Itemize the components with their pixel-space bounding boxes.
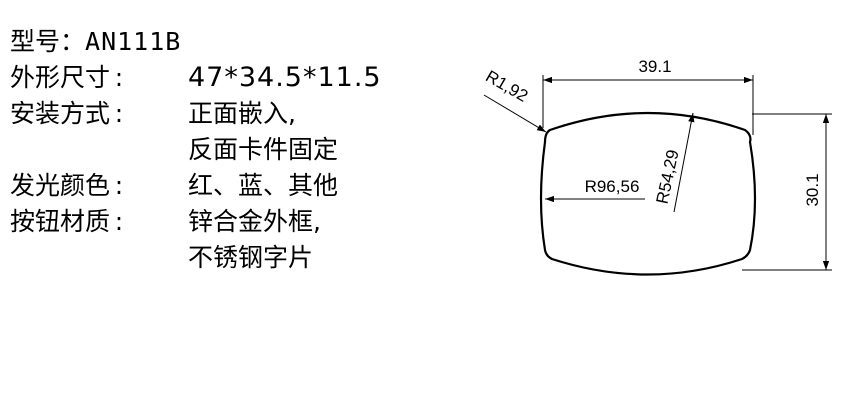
side-radius-label: R96,56 (585, 177, 640, 196)
spec-row-material-cont: 不锈钢字片 (10, 240, 382, 276)
install-label: 安装方式: (10, 96, 188, 132)
install-value-line1: 正面嵌入, (188, 99, 296, 128)
size-colon: : (114, 63, 124, 92)
height-dimension-label: 30.1 (803, 173, 822, 206)
spec-row-model: 型号： AN111B (10, 24, 382, 60)
color-label: 发光颜色: (10, 168, 188, 204)
button-outline (539, 111, 757, 276)
size-label-text: 外形尺寸 (10, 63, 111, 92)
spec-row-color: 发光颜色: 红、蓝、其他 (10, 168, 382, 204)
install-value-line2: 反面卡件固定 (188, 135, 339, 164)
install-label-text: 安装方式 (10, 99, 111, 128)
corner-radius-label: R1,92 (482, 67, 531, 106)
color-colon: : (114, 171, 124, 200)
size-value: 47*34.5*11.5 (188, 62, 382, 93)
spec-row-material: 按钮材质: 锌合金外框, (10, 204, 382, 240)
spec-row-size: 外形尺寸: 47*34.5*11.5 (10, 60, 382, 96)
corner-radius-leader (483, 94, 547, 133)
model-value: AN111B (85, 27, 182, 56)
color-value: 红、蓝、其他 (188, 171, 339, 200)
material-colon: : (114, 207, 124, 236)
spec-row-install-cont: 反面卡件固定 (10, 132, 382, 168)
spec-list: 型号： AN111B 外形尺寸: 47*34.5*11.5 安装方式: 正面嵌入… (10, 24, 382, 276)
top-radius-leader (673, 112, 695, 213)
material-value-line1: 锌合金外框, (188, 207, 321, 236)
width-dimension-label: 39.1 (638, 57, 671, 76)
spec-row-install: 安装方式: 正面嵌入, (10, 96, 382, 132)
top-radius-label: R54,29 (653, 148, 683, 206)
material-label-text: 按钮材质 (10, 207, 111, 236)
material-label: 按钮材质: (10, 204, 188, 240)
install-colon: : (114, 99, 124, 128)
material-value-line2: 不锈钢字片 (188, 243, 314, 272)
size-label: 外形尺寸: (10, 60, 188, 96)
color-label-text: 发光颜色 (10, 171, 111, 200)
model-label: 型号： (10, 27, 86, 56)
